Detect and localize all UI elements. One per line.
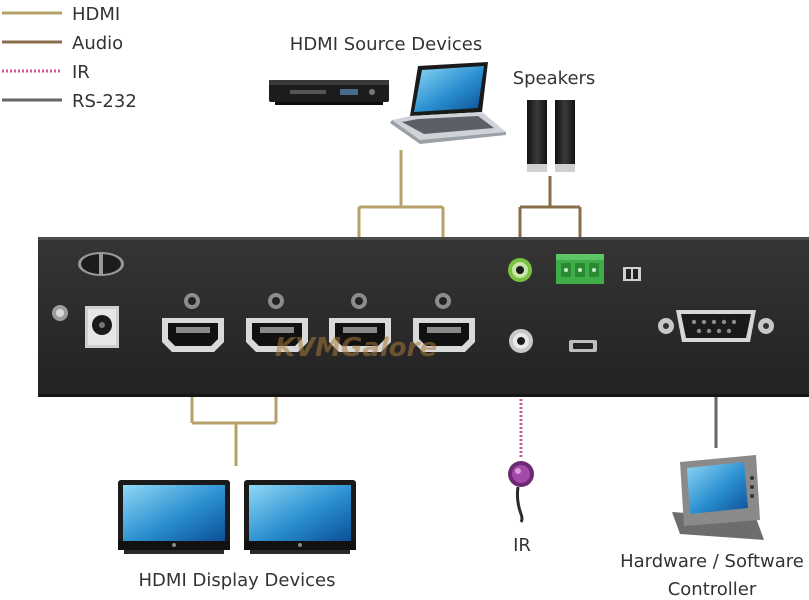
- hdmi-output-port-2: [246, 293, 308, 352]
- watermark: KVMGalore: [275, 333, 437, 363]
- laptop-icon: [390, 62, 506, 144]
- hdmi-display-1-icon: [118, 480, 230, 554]
- speakers-icon: [527, 100, 575, 172]
- hdmi-display-devices-label: HDMI Display Devices: [139, 570, 336, 591]
- ir-jack: [509, 329, 533, 353]
- legend-item-audio: Audio: [2, 33, 123, 54]
- mini-usb-port: [569, 340, 597, 352]
- dc-power-jack-icon: [85, 306, 119, 348]
- audio-terminal-block: [556, 254, 604, 284]
- legend-label-audio: Audio: [72, 33, 123, 54]
- legend: HDMI Audio IR RS-232: [2, 4, 137, 112]
- speakers-label: Speakers: [513, 68, 596, 89]
- controller-label-line-1: Hardware / Software: [620, 551, 804, 572]
- legend-item-rs232: RS-232: [2, 91, 137, 112]
- ir-label: IR: [513, 535, 531, 556]
- controller-label-line-2: Controller: [668, 579, 757, 600]
- legend-item-hdmi: HDMI: [2, 4, 120, 25]
- matrix-switch-rear-panel: KVMGalore: [38, 237, 809, 397]
- ground-screw-icon: [52, 305, 68, 321]
- ir-receiver-icon: [508, 461, 534, 523]
- dip-switch-icon: [623, 267, 641, 281]
- legend-label-hdmi: HDMI: [72, 4, 120, 25]
- hdmi-input-port-1: [329, 293, 391, 352]
- rs232-serial-port: [658, 310, 774, 342]
- hdmi-source-devices-label: HDMI Source Devices: [290, 34, 482, 55]
- blu-ray-player-icon: [269, 80, 389, 105]
- legend-item-ir: IR: [2, 62, 90, 83]
- legend-label-rs232: RS-232: [72, 91, 137, 112]
- audio-output-jack: [508, 258, 532, 282]
- legend-label-ir: IR: [72, 62, 90, 83]
- power-switch-icon: [78, 252, 124, 276]
- touch-panel-controller-icon: [672, 455, 764, 540]
- hdmi-output-port-1: [162, 293, 224, 352]
- hdmi-input-port-2: [413, 293, 475, 352]
- hdmi-display-2-icon: [244, 480, 356, 554]
